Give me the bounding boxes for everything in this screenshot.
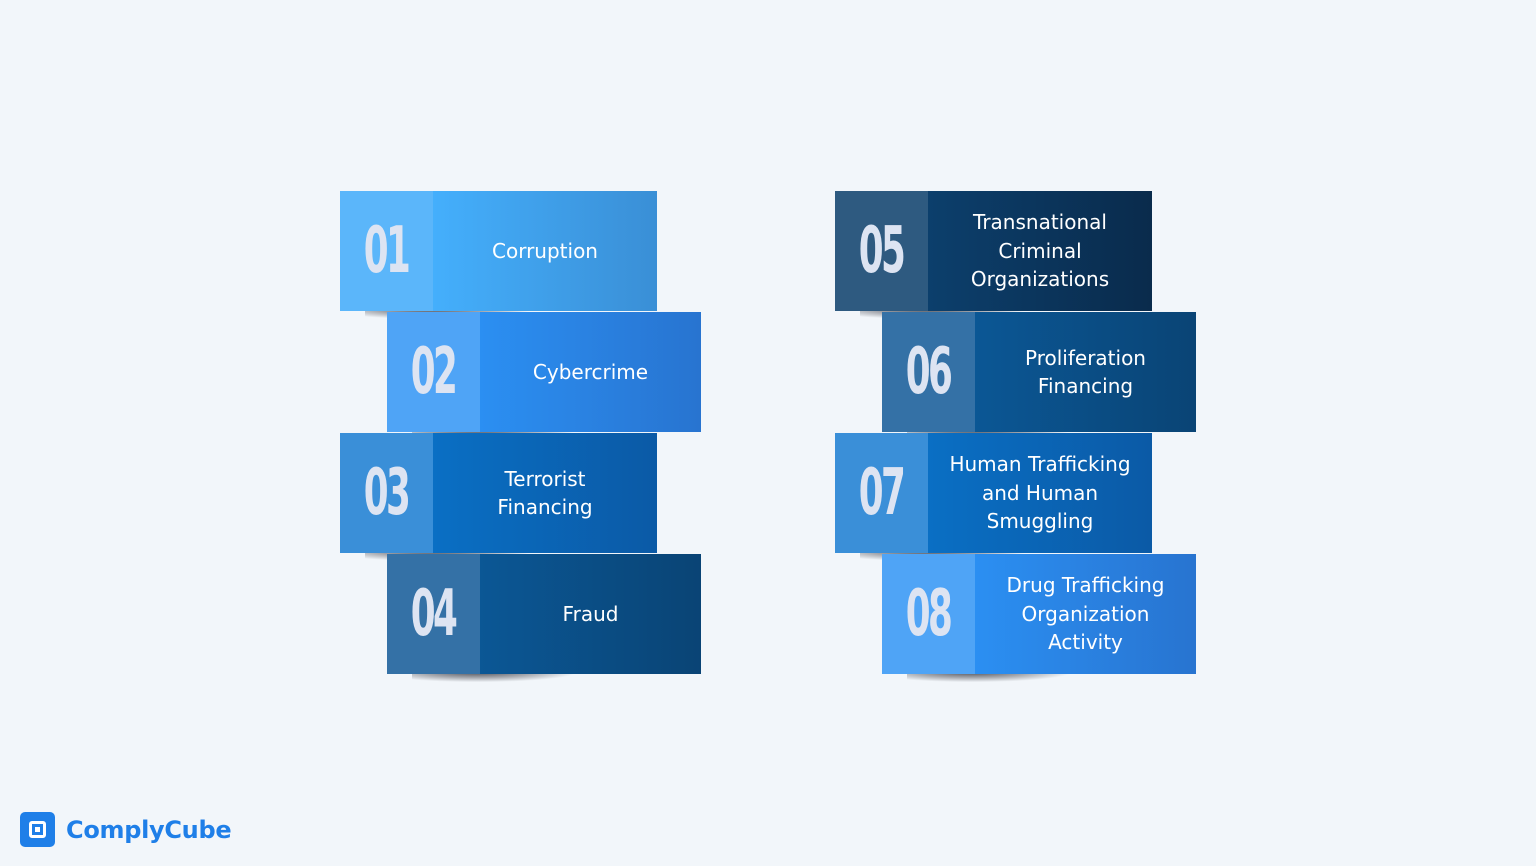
number-badge: 07 xyxy=(835,433,928,553)
item-label-box: Human Trafficking and Human Smuggling xyxy=(928,433,1152,553)
item-01: 01 Corruption xyxy=(340,191,657,319)
item-number: 04 xyxy=(411,577,458,651)
item-08: 08 Drug Trafficking Organization Activit… xyxy=(882,554,1196,682)
item-number: 08 xyxy=(906,577,953,651)
number-badge: 05 xyxy=(835,191,928,311)
item-02: 02 Cybercrime xyxy=(387,312,701,440)
item-label: Corruption xyxy=(492,238,598,263)
item-label: Terrorist Financing xyxy=(497,466,593,520)
item-label: Proliferation Financing xyxy=(1025,345,1146,399)
number-badge: 03 xyxy=(340,433,433,553)
item-label-box: Drug Trafficking Organization Activity xyxy=(975,554,1196,674)
item-label-box: Proliferation Financing xyxy=(975,312,1196,432)
item-label-box: Terrorist Financing xyxy=(433,433,657,553)
brand-name: ComplyCube xyxy=(66,815,232,844)
item-label: Fraud xyxy=(562,601,619,626)
number-badge: 04 xyxy=(387,554,480,674)
number-badge: 06 xyxy=(882,312,975,432)
number-badge: 01 xyxy=(340,191,433,311)
item-label: Drug Trafficking Organization Activity xyxy=(1006,573,1165,655)
item-number: 01 xyxy=(364,214,411,288)
number-badge: 08 xyxy=(882,554,975,674)
item-label: Transnational Criminal Organizations xyxy=(970,210,1110,292)
item-05: 05 Transnational Criminal Organizations xyxy=(835,191,1152,319)
item-label-box: Cybercrime xyxy=(480,312,701,432)
item-07: 07 Human Trafficking and Human Smuggling xyxy=(835,433,1152,561)
item-number: 06 xyxy=(906,335,953,409)
item-label: Human Trafficking and Human Smuggling xyxy=(949,452,1131,534)
item-label-box: Transnational Criminal Organizations xyxy=(928,191,1152,311)
complycube-logo: ComplyCube xyxy=(20,812,232,847)
item-number: 05 xyxy=(859,214,906,288)
number-badge: 02 xyxy=(387,312,480,432)
item-number: 07 xyxy=(859,456,906,530)
item-number: 02 xyxy=(411,335,458,409)
item-label: Cybercrime xyxy=(532,359,649,384)
item-label-box: Corruption xyxy=(433,191,657,311)
item-06: 06 Proliferation Financing xyxy=(882,312,1196,440)
item-04: 04 Fraud xyxy=(387,554,701,682)
cube-logo-icon xyxy=(20,812,55,847)
item-number: 03 xyxy=(364,456,411,530)
item-03: 03 Terrorist Financing xyxy=(340,433,657,561)
item-label-box: Fraud xyxy=(480,554,701,674)
